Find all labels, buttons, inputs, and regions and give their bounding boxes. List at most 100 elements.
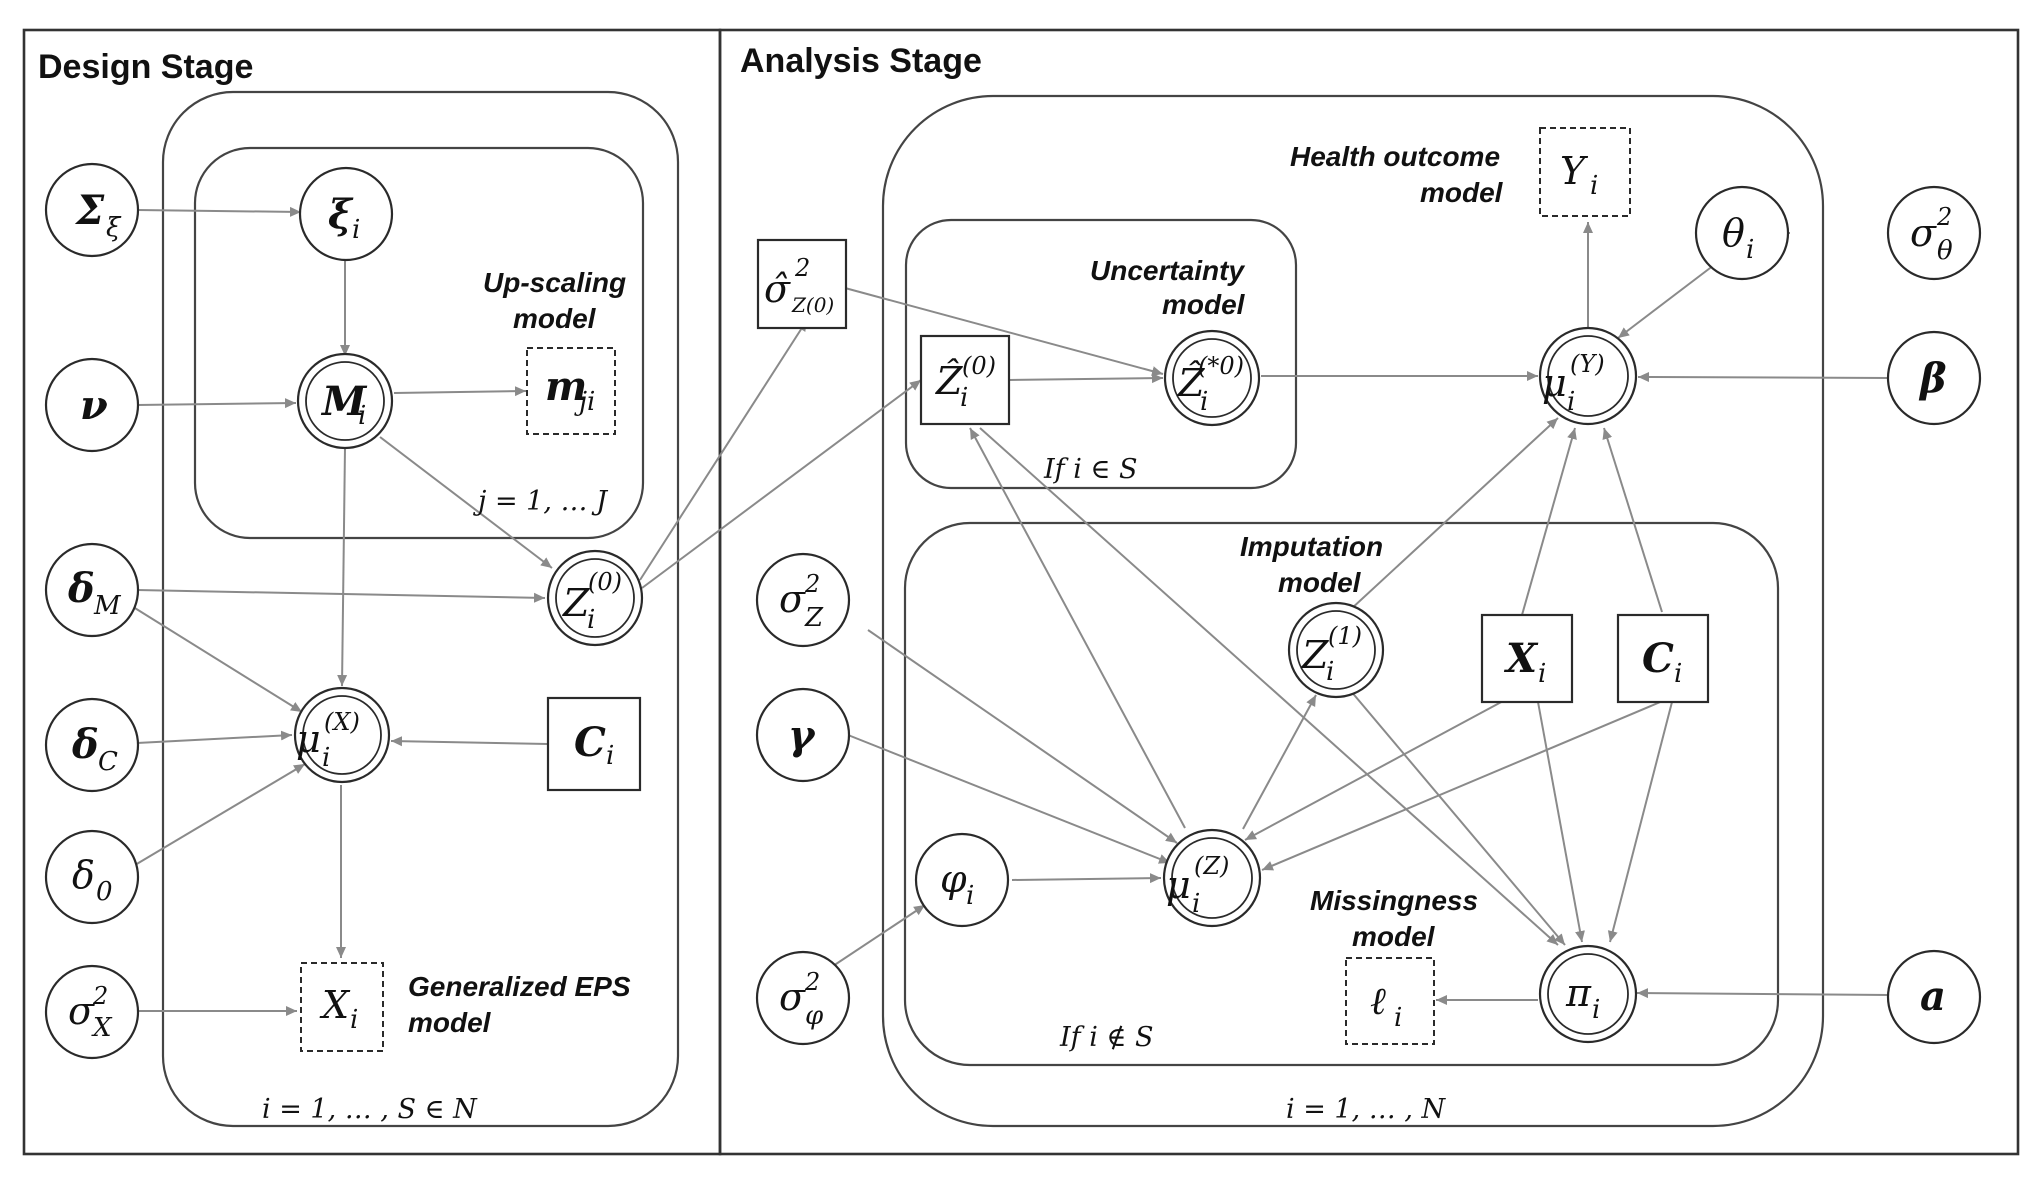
node-Z-i1: Z i (1) <box>1287 601 1385 699</box>
analysis-i-plate-label: i = 1, … , N <box>1286 1094 1447 1125</box>
X-i-analysis-base: X <box>1503 635 1539 682</box>
node-m-ji: m ji <box>526 347 616 435</box>
Z-i0-base: Z <box>562 581 590 625</box>
edge-Z1-to-pi <box>1349 689 1566 946</box>
edge-Z0-to-sigmahat <box>639 319 808 581</box>
node-gamma: γ <box>755 687 851 783</box>
edge-beta-to-muY <box>1637 372 1891 383</box>
analysis-stage-title: Analysis Stage <box>740 42 982 80</box>
generalized-eps-label-line2: model <box>408 1007 492 1038</box>
node-sigma2-phi: σ 2 φ <box>755 950 851 1046</box>
node-Z-i0: Z i (0) <box>546 549 644 647</box>
analysis-stage-frame <box>718 28 2020 1156</box>
gamma-base: γ <box>788 712 816 759</box>
edge-Z1-to-muY <box>1349 417 1559 611</box>
node-Zhat-star0: Ẑ i (*0) <box>1163 329 1261 427</box>
edge-muZ-to-Zhat0 <box>969 427 1186 829</box>
imputation-label-line1: Imputation <box>1240 531 1383 562</box>
M-i-base: M <box>320 378 368 425</box>
j-plate-label: j = 1, … J <box>473 486 609 517</box>
edge-a-to-pi <box>1636 988 1891 999</box>
edge-Z0-to-Zhat0 <box>641 379 922 589</box>
m-ji-base: m <box>545 363 587 410</box>
edge-Xa-to-muZ <box>1244 699 1506 841</box>
missingness-label-line2: model <box>1352 921 1436 952</box>
edge-M-to-m <box>393 386 527 397</box>
Zhat-star0-base: Ẑ <box>1177 361 1205 405</box>
C-i-analysis-base: C <box>1642 635 1674 682</box>
delta-0-sub: 0 <box>96 877 113 907</box>
node-nu: ν <box>44 357 140 453</box>
pi-i-base: π <box>1565 971 1592 1015</box>
C-i-design-base: C <box>574 719 606 766</box>
edges <box>129 206 1891 1016</box>
node-Y-i: Y i <box>1539 127 1631 217</box>
sigmahat2-Z0-base: σ̂ <box>764 267 791 311</box>
edge-Zhat0-to-Zhatstar <box>1008 373 1164 384</box>
edge-Ca-to-muY <box>1602 427 1663 613</box>
Z-i1-base: Z <box>1301 633 1329 677</box>
phi-i-base: φ <box>940 857 967 901</box>
uncertainty-label-line2: model <box>1162 289 1246 320</box>
Zhat-i0-base: Ẑ <box>935 359 963 403</box>
xi-i-base: ξ <box>328 191 354 238</box>
edge-deltaM-to-Z0 <box>136 589 546 603</box>
node-M-i: M i <box>296 352 394 450</box>
node-beta: β <box>1886 330 1982 426</box>
sigma2-theta-base: σ <box>1910 211 1937 255</box>
edge-gamma-to-muZ <box>847 734 1171 864</box>
pi-i-sub: i <box>1592 995 1600 1025</box>
sigmahat2-Z0-sup: 2 <box>794 254 810 282</box>
uncertainty-label-line1: Uncertainty <box>1090 255 1245 286</box>
xi-i-sub: i <box>352 215 360 245</box>
C-i-design-sub: i <box>606 741 614 771</box>
sigma2-theta-sub: θ <box>1937 236 1953 266</box>
design-stage-title: Design Stage <box>38 48 253 86</box>
mu-Y-sub: i <box>1567 387 1575 417</box>
edge-muZ-to-Z1 <box>1242 694 1317 830</box>
j-plate <box>193 146 645 540</box>
a-base: a <box>1920 973 1946 1020</box>
Z-i1-sup: (1) <box>1328 622 1362 650</box>
sigma-xi-base: Σ <box>74 187 105 234</box>
node-phi-i: φ i <box>914 832 1010 928</box>
mu-Z-base: μ <box>1166 863 1191 907</box>
X-i-design-base: X <box>319 983 351 1027</box>
node-delta-M: δ M <box>44 542 140 638</box>
imputation-label-line2: model <box>1278 567 1362 598</box>
Y-i-base: Y <box>1560 149 1589 193</box>
mu-Y-base: μ <box>1542 361 1567 405</box>
edge-sigma-xi-to-xi <box>136 206 302 217</box>
design-i-plate <box>161 90 680 1128</box>
theta-i-base: θ <box>1722 211 1745 255</box>
edge-sigmaZ-to-muZ <box>867 629 1178 844</box>
node-X-i-analysis: X i <box>1480 613 1574 704</box>
node-mu-Y: μ i (Y) <box>1538 326 1638 426</box>
sigma2-theta-sup: 2 <box>1936 203 1952 231</box>
sigma2-Z-base: σ <box>779 577 806 621</box>
edge-delta0-to-muX <box>129 763 306 869</box>
Z-i1-sub: i <box>1326 657 1334 687</box>
edge-Zhat0-to-pi <box>979 427 1559 946</box>
edge-theta-to-muY <box>1617 261 1719 339</box>
m-ji-sub: ji <box>574 387 595 417</box>
sigma2-X-sup: 2 <box>92 982 108 1010</box>
sigma2-Z-sub: Z <box>804 603 824 633</box>
beta-base: β <box>1918 355 1947 402</box>
upscaling-label-line2: model <box>513 303 597 334</box>
edge-Xa-to-muY <box>1521 427 1577 616</box>
l-i-sub: i <box>1394 1003 1402 1033</box>
theta-i-sub: i <box>1746 235 1754 265</box>
mu-Z-sub: i <box>1192 889 1200 919</box>
phi-i-sub: i <box>966 881 974 911</box>
node-C-i-design: C i <box>546 696 642 792</box>
X-i-analysis-sub: i <box>1538 659 1546 689</box>
mu-X-sub: i <box>322 743 330 773</box>
node-sigmahat2-Z0: σ̂ 2 Z(0) <box>756 238 848 330</box>
delta-0-base: δ <box>72 853 95 897</box>
edge-Cdesign-to-muX <box>390 736 549 747</box>
M-i-sub: i <box>358 401 366 431</box>
edge-deltaC-to-muX <box>136 730 293 744</box>
sigma2-phi-sup: 2 <box>804 968 820 996</box>
